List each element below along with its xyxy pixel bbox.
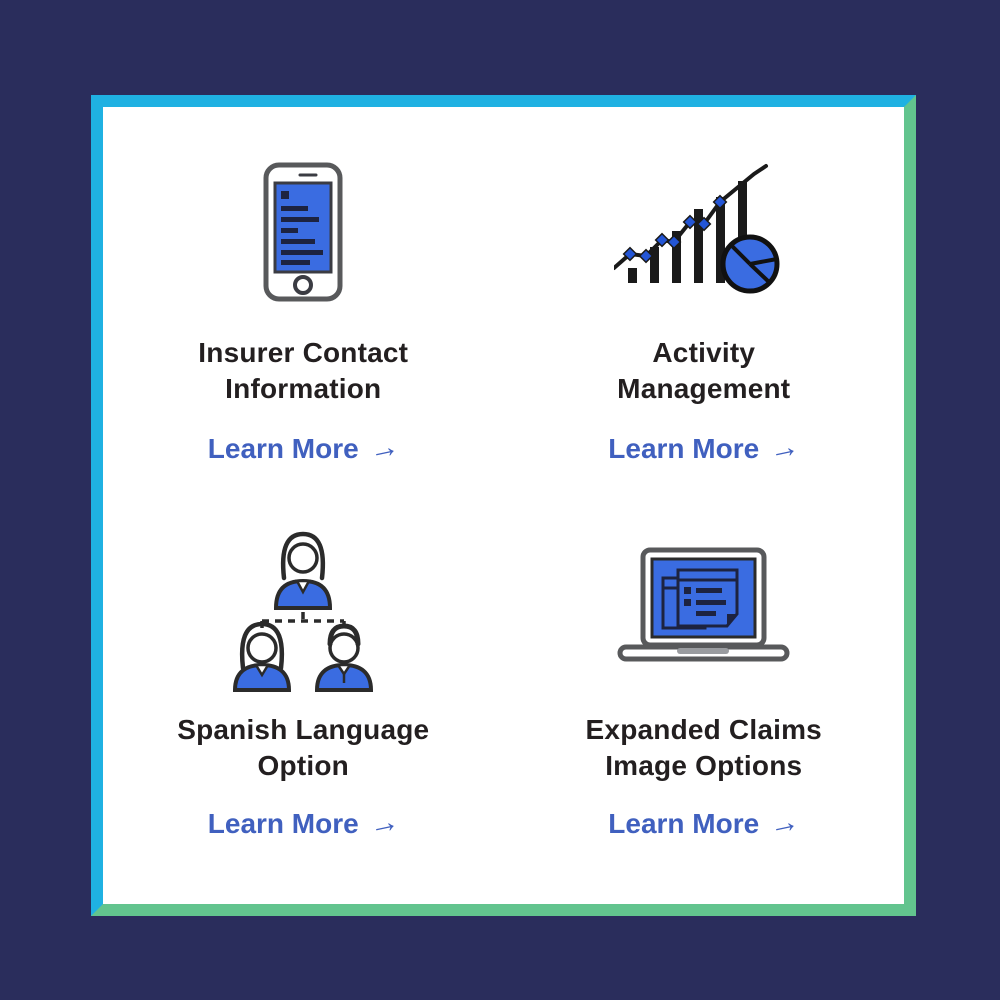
tile-title-line-2: Information xyxy=(225,373,382,404)
tile-title-line-1: Spanish Language xyxy=(177,713,430,745)
tile-title: Expanded Claims Image Options xyxy=(586,712,822,784)
tile-spanish-language-option: Spanish Language Option Learn More → xyxy=(103,506,504,905)
tile-expanded-claims-image-options: Expanded Claims Image Options Learn More… xyxy=(504,506,905,905)
learn-more-label: Learn More xyxy=(207,433,359,464)
tile-title: Spanish Language Option xyxy=(177,712,429,784)
right-arrow-icon: → xyxy=(766,803,803,843)
right-arrow-icon: → xyxy=(365,803,402,843)
feature-card: Insurer Contact Information Learn More → xyxy=(91,95,916,916)
right-arrow-icon: → xyxy=(766,429,803,468)
learn-more-link-insurer-contact[interactable]: Learn More → xyxy=(207,429,402,468)
tile-title-line-1: Insurer Contact xyxy=(198,337,409,368)
people-org-chart-icon xyxy=(218,516,388,696)
tile-activity-management: Activity Management Learn More → xyxy=(504,107,905,506)
learn-more-label: Learn More xyxy=(608,807,760,839)
tile-title-line-2: Management xyxy=(617,373,791,404)
tile-title: Insurer Contact Information xyxy=(198,335,408,407)
tile-title-line-2: Option xyxy=(257,749,349,781)
learn-more-link-expanded-claims[interactable]: Learn More → xyxy=(608,803,803,843)
tile-title-line-1: Activity xyxy=(652,337,756,368)
tile-title: Activity Management xyxy=(617,335,790,407)
feature-grid: Insurer Contact Information Learn More → xyxy=(103,107,904,904)
laptop-icon xyxy=(615,516,793,696)
right-arrow-icon: → xyxy=(365,429,402,468)
tile-title-line-1: Expanded Claims xyxy=(585,713,822,745)
learn-more-link-activity-management[interactable]: Learn More → xyxy=(608,429,803,468)
learn-more-link-spanish-language[interactable]: Learn More → xyxy=(207,803,402,843)
tile-title-line-2: Image Options xyxy=(605,749,803,781)
smartphone-icon xyxy=(262,157,344,307)
learn-more-label: Learn More xyxy=(608,433,760,464)
learn-more-label: Learn More xyxy=(207,807,359,839)
activity-chart-icon xyxy=(613,157,794,307)
tile-insurer-contact-information: Insurer Contact Information Learn More → xyxy=(103,107,504,506)
